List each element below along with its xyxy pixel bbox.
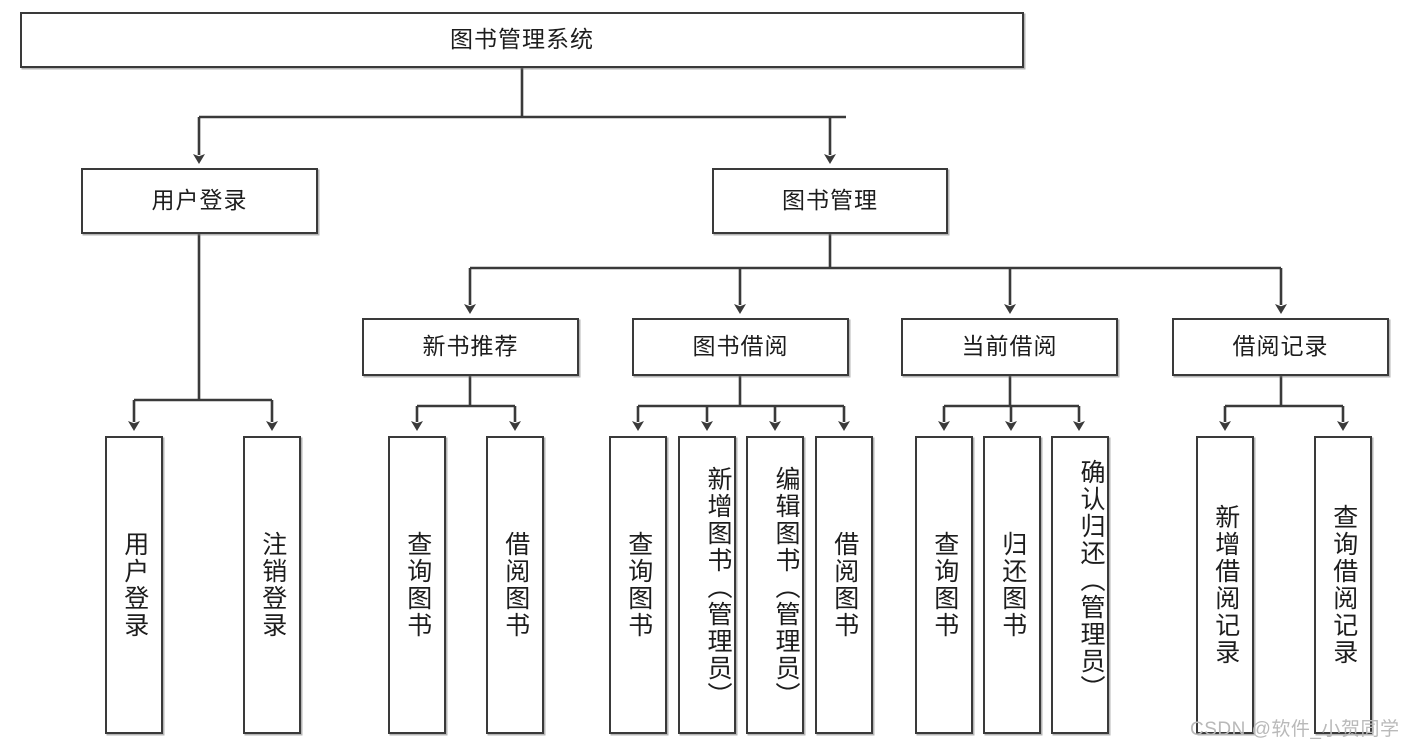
node-borrow-record[interactable]: 借阅记录 [1172,318,1389,376]
node-label: 借阅图书 [501,531,530,639]
node-label: 归还图书 [998,531,1027,639]
node-book-management[interactable]: 图书管理 [712,168,948,234]
leaf-book-borrow-edit[interactable]: 编辑图书（管理员） [746,436,804,734]
node-label: 图书借阅 [692,333,789,360]
leaf-new-book-query[interactable]: 查询图书 [388,436,446,734]
node-label: 当前借阅 [961,333,1058,360]
node-root-system[interactable]: 图书管理系统 [20,12,1024,68]
node-label: 新增图书（管理员） [704,465,732,709]
leaf-user-login-logout[interactable]: 注销登录 [243,436,301,734]
node-current-borrow[interactable]: 当前借阅 [901,318,1118,376]
node-label: 查询图书 [930,531,959,639]
node-label: 查询图书 [403,531,432,639]
node-label: 新书推荐 [422,333,519,360]
leaf-current-borrow-confirm-return[interactable]: 确认归还（管理员） [1051,436,1109,734]
node-label: 注销登录 [258,531,287,639]
node-label: 新增借阅记录 [1211,504,1240,666]
leaf-current-borrow-query[interactable]: 查询图书 [915,436,973,734]
leaf-book-borrow-query[interactable]: 查询图书 [609,436,667,734]
node-label: 确认归还（管理员） [1077,458,1105,702]
leaf-current-borrow-return[interactable]: 归还图书 [983,436,1041,734]
leaf-new-book-borrow[interactable]: 借阅图书 [486,436,544,734]
node-book-borrow[interactable]: 图书借阅 [632,318,849,376]
node-user-login[interactable]: 用户登录 [81,168,318,234]
node-label: 借阅图书 [830,531,859,639]
node-label: 编辑图书（管理员） [772,465,800,709]
node-label: 图书管理系统 [450,26,594,53]
leaf-user-login-login[interactable]: 用户登录 [105,436,163,734]
node-label: 查询图书 [624,531,653,639]
leaf-book-borrow-borrow[interactable]: 借阅图书 [815,436,873,734]
leaf-borrow-record-query[interactable]: 查询借阅记录 [1314,436,1372,734]
node-new-book-recommend[interactable]: 新书推荐 [362,318,579,376]
leaf-borrow-record-add[interactable]: 新增借阅记录 [1196,436,1254,734]
node-label: 借阅记录 [1232,333,1329,360]
node-label: 查询借阅记录 [1329,504,1358,666]
node-label: 用户登录 [151,187,248,214]
node-label: 用户登录 [120,531,149,639]
csdn-watermark: CSDN @软件_小贺同学 [1190,719,1400,740]
node-label: 图书管理 [782,187,878,214]
leaf-book-borrow-add[interactable]: 新增图书（管理员） [678,436,736,734]
